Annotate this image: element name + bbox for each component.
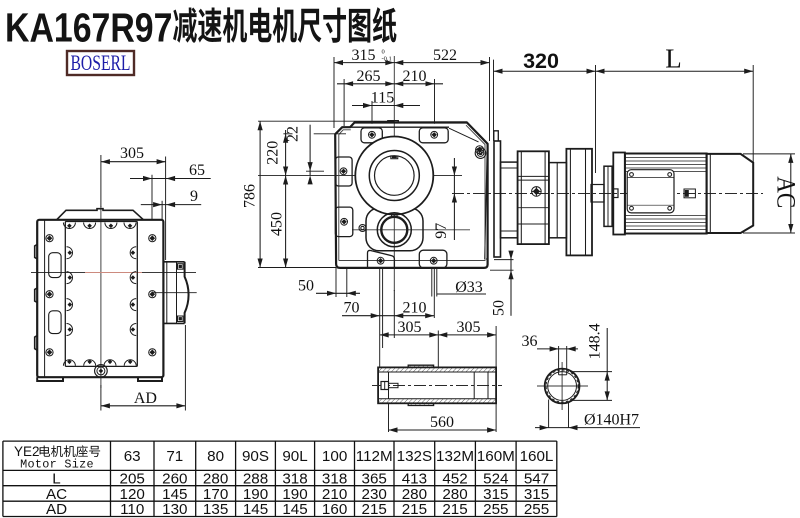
svg-text:318: 318 [282, 470, 307, 487]
svg-text:413: 413 [402, 470, 427, 487]
svg-text:318: 318 [322, 470, 347, 487]
svg-text:215: 215 [402, 501, 427, 518]
svg-text:450: 450 [268, 212, 285, 236]
svg-text:160L: 160L [520, 448, 554, 465]
svg-text:KA167R97: KA167R97 [5, 5, 172, 51]
svg-text:522: 522 [433, 47, 457, 64]
svg-text:452: 452 [442, 470, 467, 487]
svg-text:265: 265 [357, 68, 381, 85]
svg-text:36: 36 [522, 333, 538, 350]
svg-text:132M: 132M [436, 448, 474, 465]
svg-text:L: L [52, 470, 60, 487]
svg-text:AC: AC [46, 486, 67, 503]
svg-text:255: 255 [524, 501, 549, 518]
svg-text:22: 22 [285, 126, 302, 142]
svg-text:160M: 160M [477, 448, 515, 465]
svg-text:63: 63 [124, 448, 141, 465]
svg-text:170: 170 [203, 486, 228, 503]
svg-text:315: 315 [352, 47, 376, 64]
svg-text:260: 260 [162, 470, 187, 487]
svg-text:786: 786 [242, 184, 259, 208]
svg-text:190: 190 [282, 486, 307, 503]
svg-text:305: 305 [457, 319, 481, 336]
svg-text:365: 365 [362, 470, 387, 487]
svg-text:-0.1: -0.1 [382, 56, 392, 63]
svg-text:160: 160 [322, 501, 347, 518]
svg-text:90L: 90L [282, 448, 307, 465]
svg-text:135: 135 [203, 501, 228, 518]
svg-text:210: 210 [403, 300, 427, 317]
svg-text:Motor Size: Motor Size [20, 458, 94, 472]
svg-text:215: 215 [362, 501, 387, 518]
svg-text:AD: AD [46, 501, 67, 518]
svg-text:280: 280 [203, 470, 228, 487]
svg-text:115: 115 [371, 90, 394, 107]
svg-text:547: 547 [524, 470, 549, 487]
svg-text:80: 80 [207, 448, 224, 465]
svg-text:112M: 112M [356, 448, 393, 465]
svg-text:210: 210 [322, 486, 347, 503]
svg-text:560: 560 [430, 414, 454, 431]
svg-text:315: 315 [483, 486, 508, 503]
svg-text:132S: 132S [397, 448, 432, 465]
svg-text:215: 215 [442, 501, 467, 518]
svg-text:130: 130 [162, 501, 187, 518]
svg-text:50: 50 [298, 277, 314, 294]
svg-text:90S: 90S [242, 448, 269, 465]
svg-text:255: 255 [483, 501, 508, 518]
svg-text:205: 205 [120, 470, 145, 487]
svg-text:Ø140H7: Ø140H7 [584, 411, 639, 428]
svg-text:L: L [665, 44, 682, 74]
svg-text:50: 50 [491, 300, 508, 316]
svg-text:220: 220 [264, 141, 281, 165]
svg-text:288: 288 [243, 470, 268, 487]
svg-text:100: 100 [322, 448, 347, 465]
svg-text:305: 305 [398, 319, 422, 336]
svg-text:280: 280 [442, 486, 467, 503]
svg-text:70: 70 [344, 300, 360, 317]
svg-text:280: 280 [402, 486, 427, 503]
svg-text:145: 145 [282, 501, 307, 518]
svg-text:315: 315 [524, 486, 549, 503]
svg-text:71: 71 [166, 448, 183, 465]
svg-text:320: 320 [523, 49, 559, 73]
svg-text:Ø33: Ø33 [455, 279, 483, 296]
svg-text:BOSERL: BOSERL [71, 50, 131, 75]
svg-text:AC: AC [772, 176, 800, 208]
svg-text:145: 145 [162, 486, 187, 503]
svg-text:210: 210 [403, 68, 427, 85]
svg-text:YE2: YE2 [14, 444, 40, 459]
svg-text:110: 110 [120, 501, 144, 518]
svg-text:97: 97 [433, 223, 450, 239]
svg-text:9: 9 [190, 188, 198, 205]
svg-text:148.4: 148.4 [587, 323, 604, 359]
svg-text:190: 190 [243, 486, 268, 503]
svg-text:524: 524 [483, 470, 508, 487]
svg-text:145: 145 [243, 501, 268, 518]
svg-text:AD: AD [134, 390, 157, 407]
svg-text:230: 230 [362, 486, 387, 503]
svg-text:305: 305 [120, 145, 144, 162]
svg-text:120: 120 [120, 486, 145, 503]
svg-text:0: 0 [382, 49, 385, 56]
svg-text:65: 65 [189, 162, 205, 179]
